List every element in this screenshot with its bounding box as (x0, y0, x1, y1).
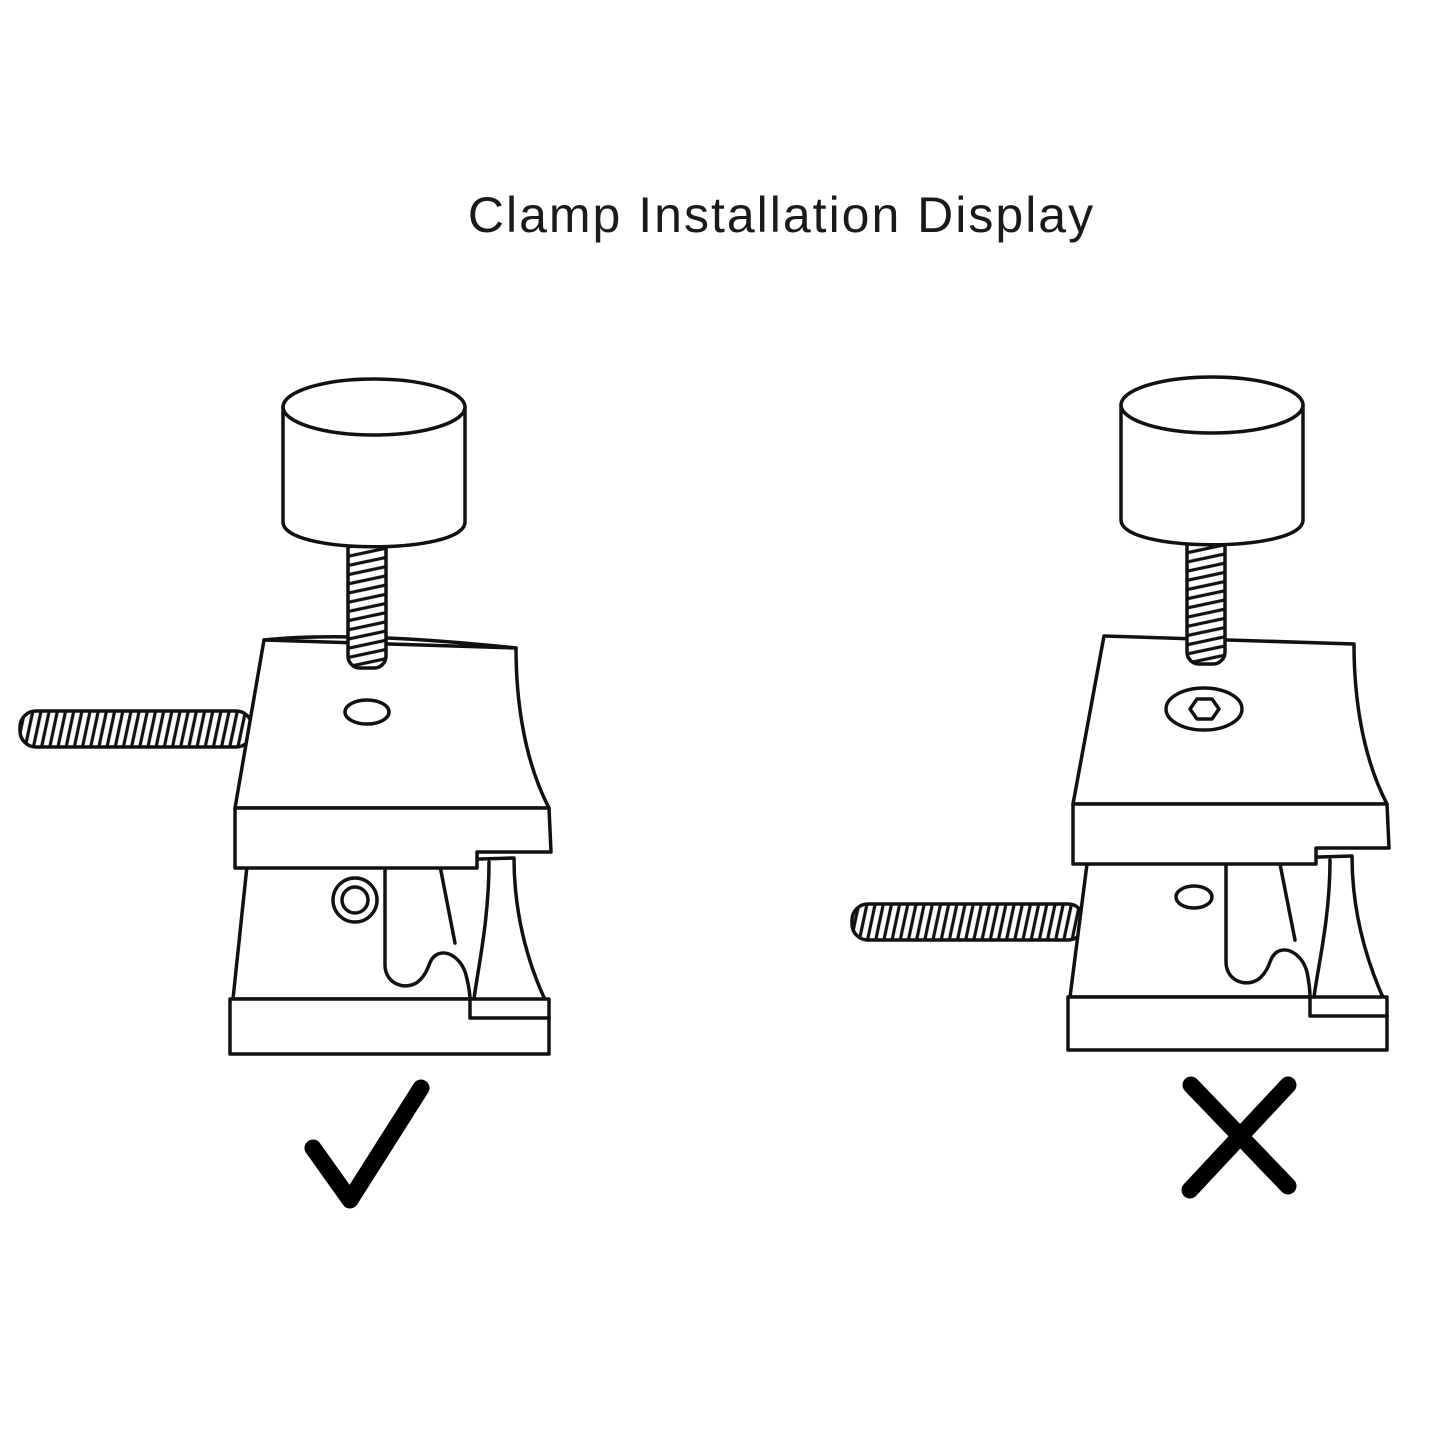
screw-hole (343, 698, 391, 726)
upper-clamp-block (233, 634, 553, 870)
incorrect-installation-panel (850, 375, 1391, 1199)
lower-clamp-block (228, 856, 551, 1056)
vertical-screw (346, 528, 388, 670)
clamp-knob (281, 377, 467, 549)
clamp-knob (1119, 375, 1305, 547)
hex-socket-icon (1188, 697, 1221, 721)
lower-clamp-block (1066, 854, 1389, 1052)
horizontal-screw (850, 902, 1086, 942)
cross-mark-icon (1181, 1076, 1297, 1199)
correct-installation-panel (18, 377, 553, 1209)
vertical-screw (1185, 526, 1227, 666)
horizontal-screw (18, 709, 254, 749)
diagram-title: Clamp Installation Display (467, 187, 1096, 243)
check-mark-icon (304, 1079, 430, 1209)
upper-clamp-block (1071, 634, 1391, 866)
screw-hole (1174, 884, 1214, 910)
